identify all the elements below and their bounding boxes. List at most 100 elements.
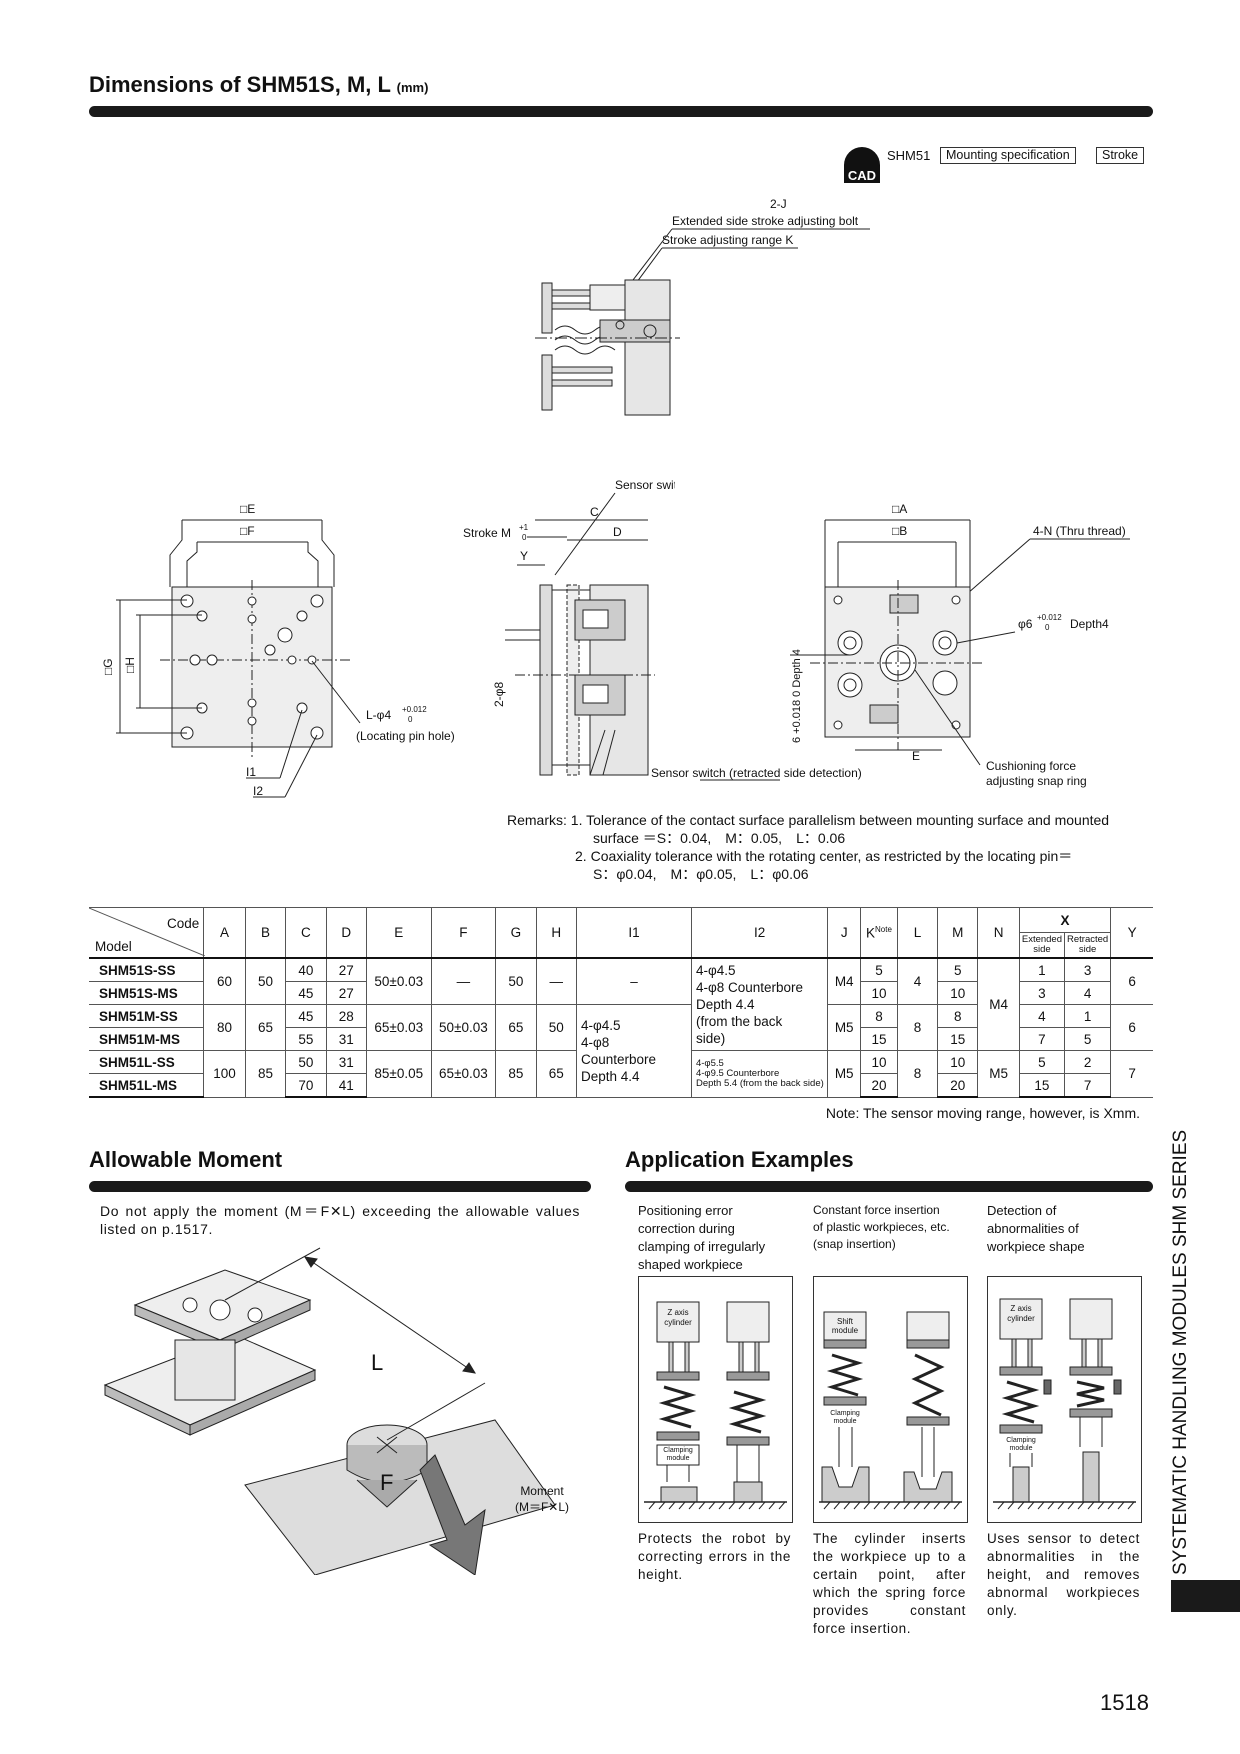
module-text: module	[1010, 1445, 1033, 1452]
header-x-ext-2: side	[1033, 944, 1051, 955]
label-depth-v: 6 +0.018 0 Depth 4	[791, 649, 803, 743]
label-thru: 4-N (Thru thread)	[1033, 524, 1126, 538]
cell-d: 27	[325, 957, 367, 982]
label-d: D	[613, 525, 622, 539]
remark-2b: S：φ0.04, M：φ0.05, L：φ0.06	[593, 866, 809, 882]
cad-mounting-spec[interactable]: Mounting specification	[940, 147, 1076, 164]
cell-k: 20	[860, 1073, 898, 1098]
cell-c: 40	[285, 957, 327, 982]
cell-c: 45	[285, 981, 327, 1005]
app-col1-head: Positioning error correction during clam…	[638, 1202, 765, 1274]
label-stroke: Stroke M	[463, 526, 511, 540]
app-col3-text: Uses sensor to detect abnormalities in t…	[987, 1531, 1140, 1618]
cell-model: SHM51L-MS	[89, 1073, 205, 1098]
remarks-label: Remarks: 1.	[507, 812, 583, 828]
cell-x-ext: 15	[1018, 1073, 1066, 1098]
cylinder-text: cylinder	[664, 1318, 692, 1327]
title-text: Dimensions of SHM51S, M, L	[89, 72, 391, 97]
label-a: □A	[892, 502, 907, 516]
cad-stroke[interactable]: Stroke	[1096, 147, 1145, 164]
header-code: Code	[166, 916, 200, 931]
label-sensor-ret: Sensor switch (retracted side detection)	[651, 766, 862, 780]
title-bar	[89, 106, 1153, 117]
cylinder-text: cylinder	[1007, 1314, 1035, 1323]
label-phi6-tol-up: +0.012	[1037, 613, 1062, 622]
cell-j: M5	[827, 1050, 862, 1098]
cell-i2-l: 4-φ5.5 4-φ9.5 Counterbore Depth 5.4 (fro…	[690, 1050, 829, 1098]
head-line: Constant force insertion	[813, 1203, 940, 1217]
head-line: correction during	[638, 1221, 735, 1236]
moment-bar	[89, 1181, 591, 1192]
cad-badge[interactable]: CAD	[843, 146, 881, 184]
cell-m: 8	[937, 1004, 979, 1028]
cell-k: 10	[860, 1050, 898, 1074]
remarks: Remarks: 1. Tolerance of the contact sur…	[507, 811, 1157, 883]
cell-i1: –	[575, 957, 692, 1005]
header-n: N	[977, 907, 1020, 959]
cell-h: —	[535, 957, 577, 1005]
label-bolt: Extended side stroke adjusting bolt	[672, 214, 859, 228]
cell-k: 10	[860, 981, 898, 1005]
app-col2-head: Constant force insertion of plastic work…	[813, 1202, 950, 1253]
cell-a: 80	[203, 1004, 246, 1051]
i1-line: 4-φ8	[580, 1034, 610, 1050]
cell-d: 28	[325, 1004, 367, 1028]
table-row: SHM51L-SS 100 85 50 31 85±0.05 65±0.03 8…	[89, 1050, 1153, 1098]
head-line: Detection of	[987, 1203, 1057, 1218]
header-k: KNote	[860, 907, 898, 959]
i2-line: side)	[695, 1031, 726, 1046]
app-box-3: Z axis cylinder Clamping module	[987, 1276, 1142, 1523]
remark-2-num: 2.	[575, 848, 587, 864]
cell-model: SHM51S-MS	[89, 981, 205, 1005]
cell-e: 85±0.05	[365, 1050, 432, 1098]
moment-label: Moment (M＝F✕L)	[514, 1484, 570, 1515]
remark-1a: Tolerance of the contact surface paralle…	[586, 812, 1110, 828]
cell-x-ret: 4	[1064, 981, 1112, 1005]
i2-line: 4-φ9.5 Counterbore	[695, 1067, 780, 1079]
cell-x-ret: 7	[1064, 1073, 1112, 1098]
moment-text: Do not apply the moment (M＝F✕L) exceedin…	[100, 1203, 580, 1237]
label-h: □H	[123, 657, 137, 673]
z-axis-text: Z axis	[1010, 1304, 1031, 1313]
label-stroke-tol-up: +1	[519, 523, 529, 532]
i2-line: 4-φ4.5	[695, 963, 736, 978]
app-illustration-2: Shift module Clamping module	[819, 1311, 962, 1510]
table-header-row: Code Model A B C D E F G H I1 I2 J KNote…	[89, 907, 1153, 959]
module-text: module	[834, 1418, 857, 1425]
z-axis-text: Z axis	[667, 1308, 688, 1317]
app-col2-text: The cylinder inserts the workpiece up to…	[813, 1531, 966, 1636]
cell-b: 50	[244, 957, 287, 1005]
table-row: SHM51M-MS 55 31 15 15 7 5	[89, 1027, 1153, 1051]
head-line: Positioning error	[638, 1203, 733, 1218]
cell-e: 50±0.03	[365, 957, 432, 1005]
table-note: Note: The sensor moving range, however, …	[825, 1105, 1140, 1121]
page-number: 1518	[1100, 1690, 1149, 1715]
label-l: L	[371, 1350, 383, 1375]
clamping-text: Clamping	[1006, 1437, 1036, 1444]
label-pin-note: (Locating pin hole)	[356, 729, 455, 743]
app-col3-head: Detection of abnormalities of workpiece …	[987, 1202, 1085, 1256]
cell-j: M5	[827, 1004, 862, 1051]
cad-icon: CAD	[844, 147, 880, 183]
cell-n: M4	[977, 957, 1020, 1051]
cell-model: SHM51M-SS	[89, 1004, 205, 1028]
head-line: clamping of irregularly	[638, 1239, 766, 1254]
header-k-note: Note	[875, 924, 892, 934]
cell-model: SHM51S-SS	[89, 957, 205, 982]
cell-h: 50	[535, 1004, 577, 1051]
label-c: C	[590, 505, 599, 519]
moment-label-2: (M＝F✕L)	[514, 1500, 570, 1514]
cell-c: 45	[285, 1004, 327, 1028]
header-c: C	[285, 907, 327, 959]
header-x-ext-1: Extended	[1021, 934, 1063, 945]
cell-c: 70	[285, 1073, 327, 1098]
cell-y: 6	[1110, 1004, 1153, 1051]
table-row: SHM51S-SS 60 50 40 27 50±0.03 — 50 — – 4…	[89, 957, 1153, 1051]
header-i2: I2	[690, 907, 829, 959]
cell-x-ext: 1	[1018, 957, 1066, 982]
cell-c: 55	[285, 1027, 327, 1051]
cell-x-ret: 2	[1064, 1050, 1112, 1074]
cad-model: SHM51	[887, 148, 931, 163]
cell-x-ext: 7	[1018, 1027, 1066, 1051]
